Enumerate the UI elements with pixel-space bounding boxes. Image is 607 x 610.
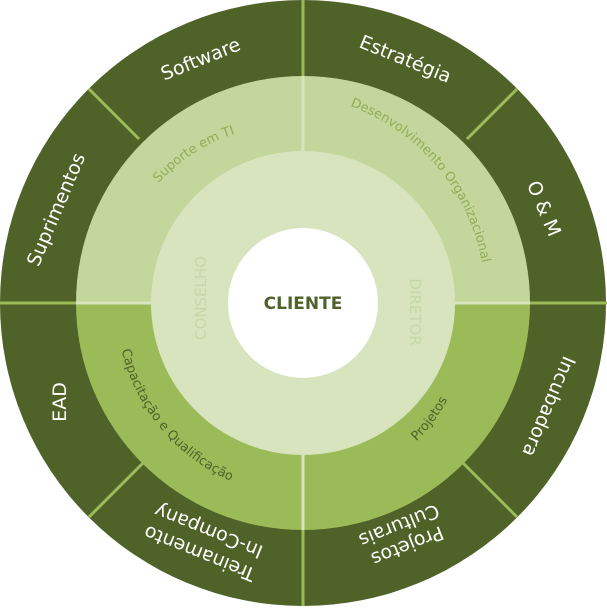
center-label: CLIENTE [264, 294, 343, 314]
center-circle [228, 228, 378, 378]
inner-label-diretor: DIRETOR [406, 278, 424, 345]
outer-segment-ead: EAD [49, 382, 71, 422]
inner-label-conselho: CONSELHO [192, 256, 210, 340]
